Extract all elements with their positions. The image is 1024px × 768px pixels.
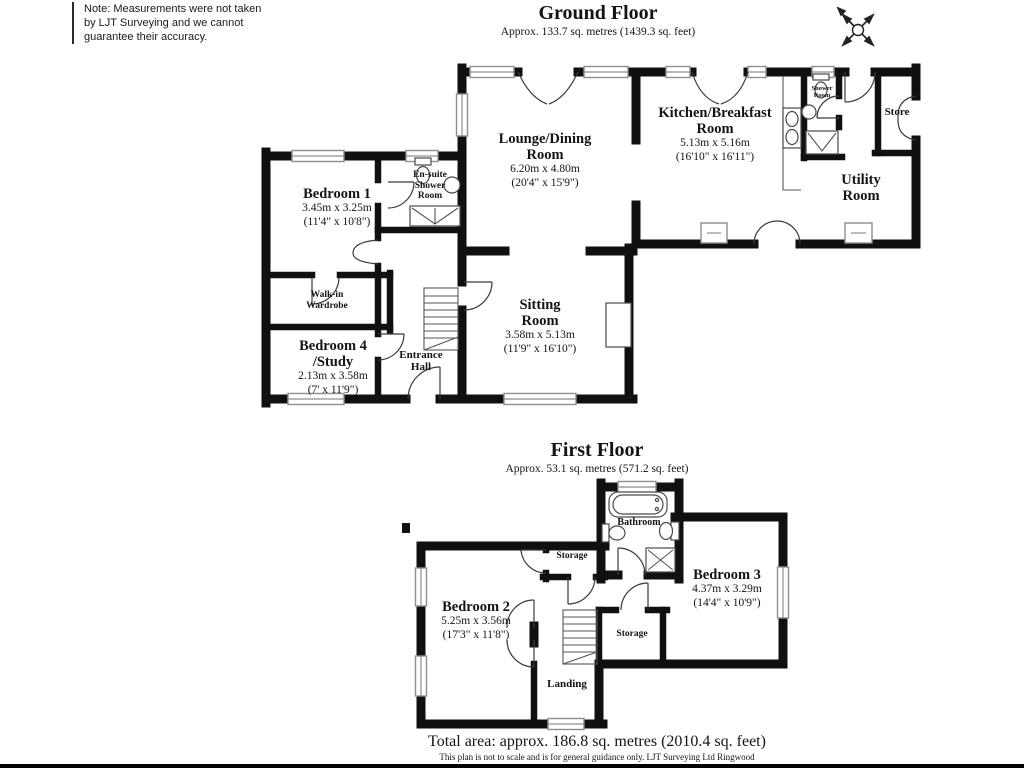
ground-floor-stairs — [423, 287, 459, 351]
room-label-bathroom: Bathroom — [617, 517, 661, 528]
room-label-bedroom4: Bedroom 4 /Study 2.13m x 3.58m (7' x 11'… — [298, 338, 368, 397]
ground-floor-windows — [287, 65, 873, 406]
ground-floor-title: Ground Floor — [538, 2, 658, 24]
room-label-store: Store — [884, 106, 910, 118]
first-floor-stairs — [562, 609, 598, 665]
room-label-lounge: Lounge/Dining Room 6.20m x 4.80m (20'4" … — [498, 131, 592, 190]
compass-icon — [836, 6, 875, 47]
room-label-landing: Landing — [547, 678, 587, 690]
ensuite-fixtures — [409, 157, 461, 227]
first-floor-title-block: First Floor Approx. 53.1 sq. metres (571… — [437, 439, 757, 476]
room-label-shower-room: Shower Room — [811, 85, 833, 100]
total-area-text: Total area: approx. 186.8 sq. metres (20… — [428, 733, 766, 750]
room-label-bedroom1: Bedroom 1 3.45m x 3.25m (11'4" x 10'8") — [302, 186, 372, 228]
shower-room-fixtures — [801, 73, 839, 155]
room-label-storage-mid: Storage — [616, 629, 648, 639]
ground-floor-area: Approx. 133.7 sq. metres (1439.3 sq. fee… — [500, 26, 696, 38]
bathroom-fixtures — [601, 491, 680, 573]
room-label-wardrobe: Walk-in Wardrobe — [306, 290, 348, 311]
room-label-bedroom2: Bedroom 2 5.25m x 3.56m (17'3" x 11'8") — [441, 599, 511, 641]
room-label-sitting: Sitting Room 3.58m x 5.13m (11'9" x 16'1… — [503, 297, 577, 356]
bottom-border — [0, 764, 1024, 768]
first-floor-area: Approx. 53.1 sq. metres (571.2 sq. feet) — [505, 463, 689, 475]
room-label-utility: Utility Room — [841, 172, 881, 205]
surveyor-note: Note: Measurements were not taken by LJT… — [84, 3, 262, 43]
kitchen-fixtures — [782, 76, 802, 191]
sitting-room-fireplace — [605, 302, 632, 348]
room-label-ensuite: En-suite Shower Room — [413, 170, 447, 202]
ground-floor-doors — [311, 71, 917, 400]
ground-floor-title-block: Ground Floor Approx. 133.7 sq. metres (1… — [438, 2, 758, 39]
room-label-entrance-hall: Entrance Hall — [399, 349, 443, 374]
first-floor-title: First Floor — [550, 439, 644, 461]
first-floor-doors — [506, 547, 649, 668]
room-label-kitchen: Kitchen/Breakfast Room 5.13m x 5.16m (16… — [658, 105, 772, 164]
note-divider — [72, 2, 74, 44]
first-floor-windows — [414, 480, 790, 731]
room-label-bedroom3: Bedroom 3 4.37m x 3.29m (14'4" x 10'9") — [692, 567, 762, 609]
room-label-storage-top: Storage — [556, 551, 588, 561]
disclaimer-text: This plan is not to scale and is for gen… — [439, 752, 755, 762]
